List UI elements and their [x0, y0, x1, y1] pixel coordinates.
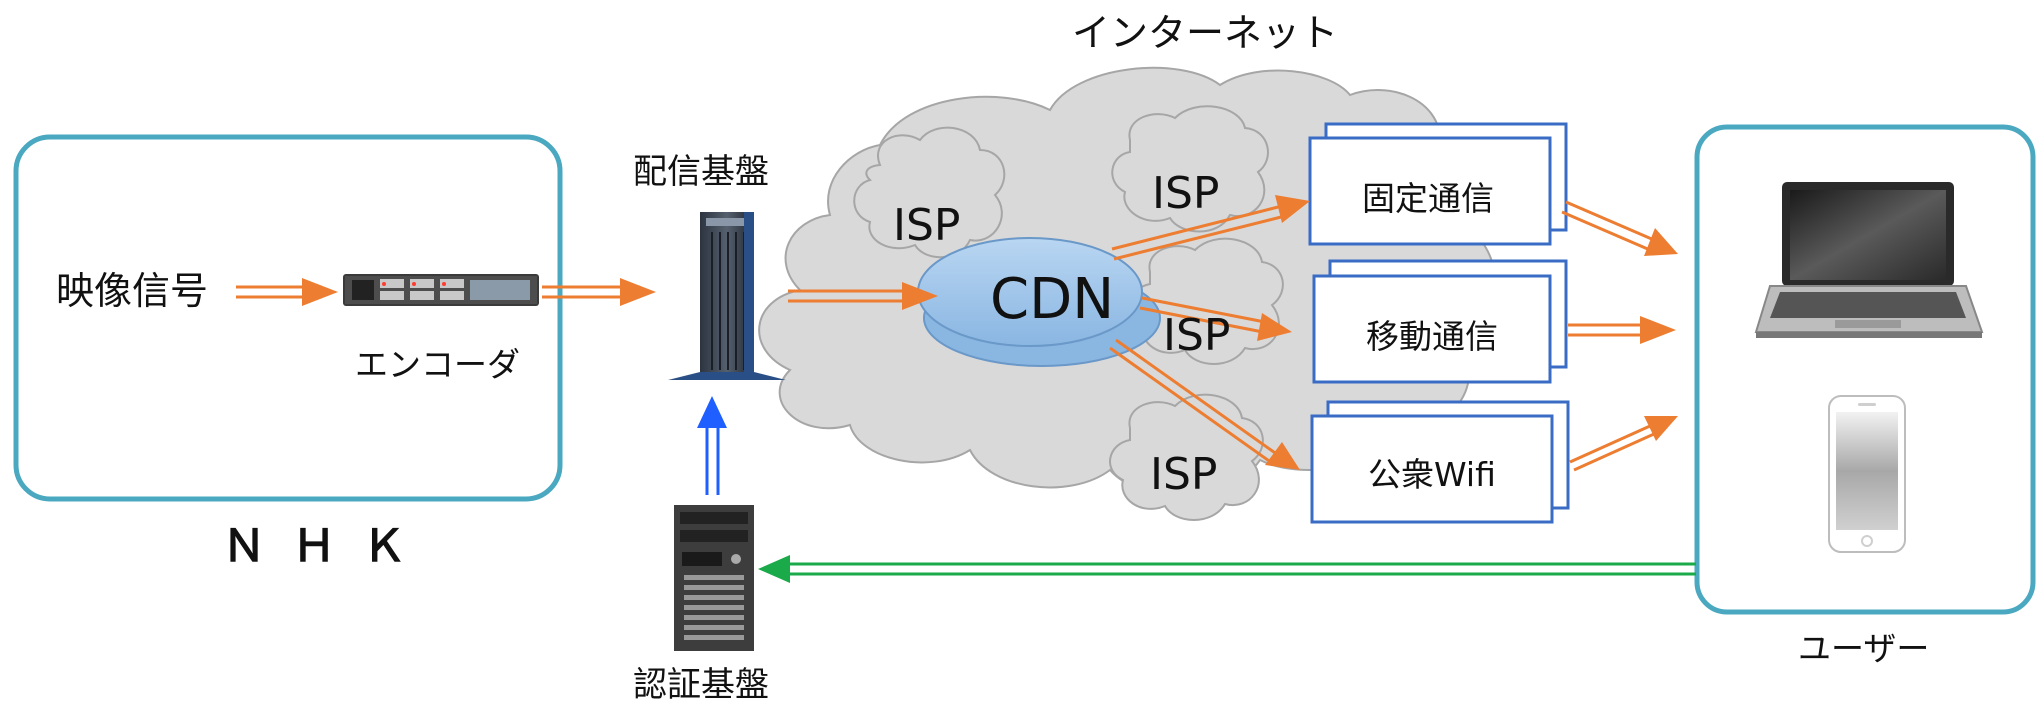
smartphone-icon [1828, 395, 1906, 553]
internet-title: インターネット [1072, 11, 1339, 55]
network-label-mobile: 移動通信 [1366, 317, 1498, 356]
cdn-label: CDN [990, 267, 1115, 332]
arrow-cdn-fixed [1111, 203, 1290, 261]
encoder-rack-icon [343, 274, 539, 306]
green-arrow-user-auth [758, 555, 1696, 583]
network-label-fixed: 固定通信 [1362, 179, 1494, 218]
arrow-wifi-user [1569, 424, 1655, 472]
encoder-label: エンコーダ [355, 345, 520, 384]
arrow-distribution-cdn [788, 289, 922, 303]
arrow-cdn-wifi [1109, 338, 1279, 465]
nhk-box [13, 134, 563, 502]
network-label-wifi: 公衆Wifi [1368, 455, 1496, 494]
network-box-fixed [1308, 122, 1568, 246]
arrow-mobile-user [1568, 323, 1652, 337]
laptop-icon [1754, 182, 1984, 338]
isp-label-top: ISP [1152, 168, 1220, 219]
isp-label-middle: ISP [1163, 310, 1231, 361]
signal-label: 映像信号 [56, 269, 209, 313]
server-tower-icon [668, 212, 786, 380]
distribution-label: 配信基盤 [633, 152, 769, 192]
user-label: ユーザー [1798, 629, 1930, 668]
isp-label-left: ISP [893, 200, 961, 251]
auth-server-icon [674, 505, 754, 651]
arrow-cdn-mobile [1139, 296, 1271, 335]
isp-label-bottom: ISP [1150, 449, 1218, 500]
arrow-fixed-user [1561, 200, 1655, 252]
cdn-node [917, 237, 1161, 367]
nhk-label: ＮＨＫ [222, 521, 432, 572]
auth-label: 認証基盤 [633, 665, 769, 705]
blue-arrow-auth-distribution [697, 396, 727, 495]
orange-arrows [236, 195, 1678, 472]
network-box-wifi [1310, 400, 1570, 524]
network-box-mobile [1312, 259, 1568, 384]
